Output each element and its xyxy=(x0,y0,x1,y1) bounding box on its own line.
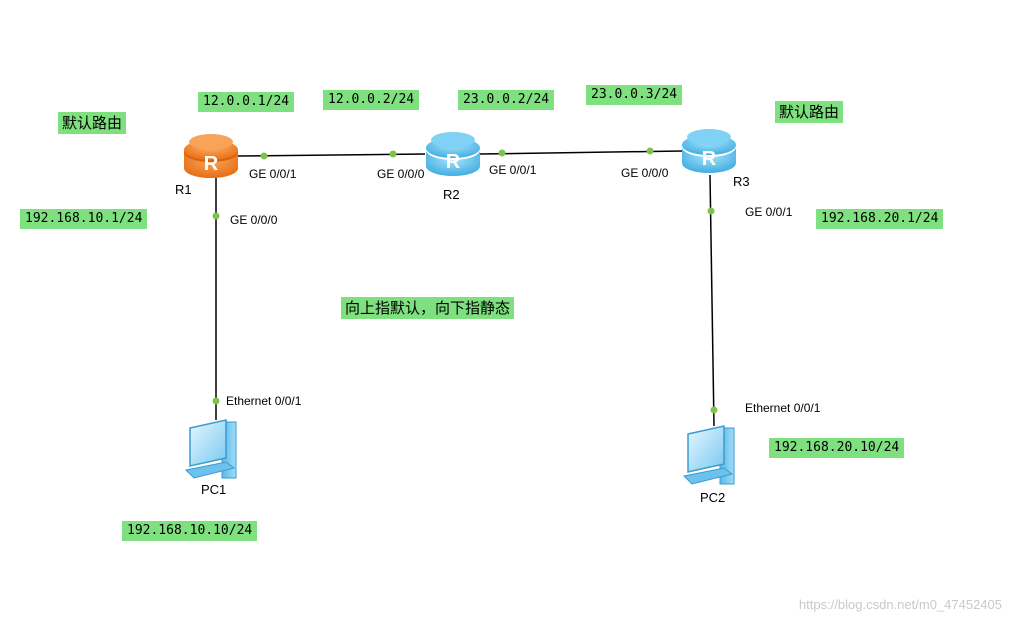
device-name-pc1: PC1 xyxy=(201,482,227,497)
ip-r1-ge000: 192.168.10.1/24 xyxy=(20,209,148,229)
port-dot-r1-ge001[interactable] xyxy=(260,152,268,160)
port-label-r2-ge001: GE 0/0/1 xyxy=(489,163,537,177)
device-name-r2: R2 xyxy=(443,187,460,202)
router-r3-icon[interactable]: R xyxy=(682,129,736,173)
ip-pc2: 192.168.20.10/24 xyxy=(769,438,905,458)
center-routing-note: 向上指默认，向下指静态 xyxy=(341,297,515,319)
device-name-pc2: PC2 xyxy=(700,490,726,505)
svg-text:R: R xyxy=(204,153,219,175)
link-r3-pc2 xyxy=(709,174,715,427)
port-dot-r2-ge001[interactable] xyxy=(498,149,506,157)
router-r1-icon[interactable]: R xyxy=(184,134,238,178)
ip-pc1: 192.168.10.10/24 xyxy=(122,521,258,541)
ip-r3-ge001: 192.168.20.1/24 xyxy=(816,209,944,229)
pc1-icon[interactable] xyxy=(184,419,237,479)
router-r2-icon[interactable]: R xyxy=(426,132,480,176)
port-dot-r1-ge000[interactable] xyxy=(212,212,220,220)
svg-text:R: R xyxy=(446,151,461,173)
r3-default-route-note: 默认路由 xyxy=(775,101,844,123)
port-dot-r3-ge001[interactable] xyxy=(707,207,715,215)
ip-r2-ge001: 23.0.0.2/24 xyxy=(458,90,555,110)
watermark-text: https://blog.csdn.net/m0_47452405 xyxy=(798,597,1002,612)
device-name-r1: R1 xyxy=(175,182,192,197)
device-name-r3: R3 xyxy=(733,174,750,189)
ip-r2-ge000: 12.0.0.2/24 xyxy=(323,90,420,110)
port-dot-r2-ge000[interactable] xyxy=(389,150,397,158)
port-dots xyxy=(212,147,718,414)
r1-default-route-note: 默认路由 xyxy=(58,112,127,134)
port-label-r2-ge000: GE 0/0/0 xyxy=(377,167,425,181)
port-label-r1-ge001: GE 0/0/1 xyxy=(249,167,297,181)
links xyxy=(215,150,715,427)
ip-r1-ge001: 12.0.0.1/24 xyxy=(198,92,295,112)
port-label-r1-ge000: GE 0/0/0 xyxy=(230,213,278,227)
port-dot-pc1-eth[interactable] xyxy=(212,397,220,405)
port-label-r3-ge001: GE 0/0/1 xyxy=(745,205,793,219)
port-dot-pc2-eth[interactable] xyxy=(710,406,718,414)
port-dot-r3-ge000[interactable] xyxy=(646,147,654,155)
port-label-r3-ge000: GE 0/0/0 xyxy=(621,166,669,180)
port-label-pc1-eth: Ethernet 0/0/1 xyxy=(226,394,302,408)
ip-r3-ge000: 23.0.0.3/24 xyxy=(586,85,683,105)
port-label-pc2-eth: Ethernet 0/0/1 xyxy=(745,401,821,415)
pc2-icon[interactable] xyxy=(682,425,735,485)
svg-text:R: R xyxy=(702,148,717,170)
